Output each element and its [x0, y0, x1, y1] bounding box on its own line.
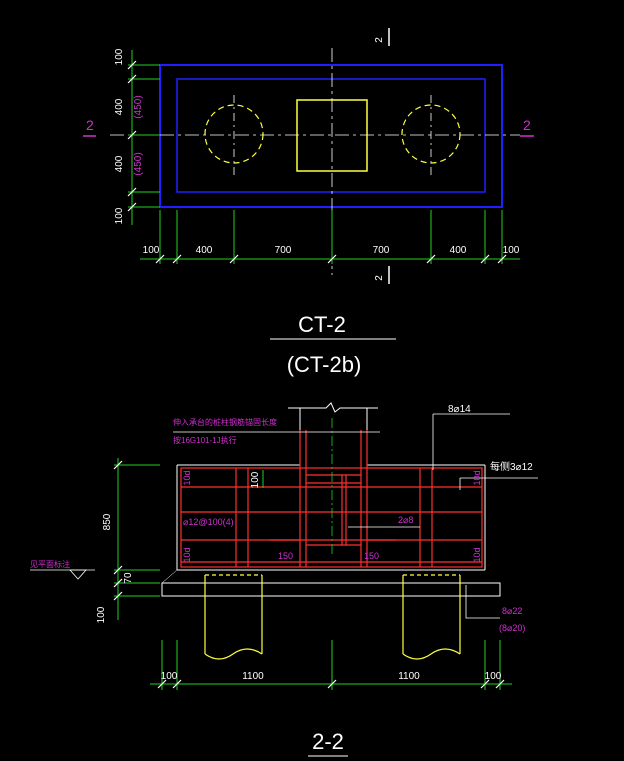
dim-100-top: 100	[250, 471, 261, 488]
rebar-hoop-label: ⌀12@100(4)	[183, 517, 234, 527]
title-name: CT-2	[298, 312, 346, 337]
plan-view: 100 400 400 100 (450) (450) 100 400 7	[83, 28, 534, 284]
plan-dim-bottom	[140, 210, 520, 264]
dim-150-right: 150	[364, 551, 379, 561]
section-title: 2-2	[312, 729, 344, 754]
section-dim-bottom-2: 1100	[242, 671, 264, 682]
plan-dim-bottom-1: 100	[143, 245, 160, 256]
plan-dim-left	[128, 50, 160, 225]
section-view: 伸入承台的桩柱钢筋锚固长度 按16G101-1J执行 8⌀14 每侧3⌀12 ⌀…	[30, 402, 538, 757]
anchor-note-line2: 按16G101-1J执行	[173, 435, 237, 445]
label-10d-top-right: 10d	[472, 470, 482, 485]
section-mark-right: 2	[523, 117, 531, 133]
dim-850: 850	[102, 513, 113, 530]
plan-dim-bottom-5: 400	[450, 245, 467, 256]
plan-dim-left-2: 400	[114, 98, 125, 115]
ground-level-label: 见平面标注	[30, 559, 70, 569]
section-mark-left: 2	[86, 117, 94, 133]
rebar-side-label: 每侧3⌀12	[490, 460, 533, 473]
section-mark-bottom: 2	[374, 275, 385, 281]
dim-70: 70	[123, 572, 134, 584]
rebar-bottom-label: 8⌀22	[502, 606, 522, 616]
anchor-note-line1: 伸入承台的桩柱钢筋锚固长度	[173, 417, 277, 427]
plan-dim-bottom-6: 100	[503, 245, 520, 256]
drawing-title: CT-2 (CT-2b)	[270, 312, 396, 377]
plan-dim-left-4: 100	[114, 207, 125, 224]
dim-150-left: 150	[278, 551, 293, 561]
rebar-top-label: 8⌀14	[448, 404, 471, 415]
label-10d-bottom-right: 10d	[472, 547, 482, 562]
plan-dim-bottom-2: 400	[196, 245, 213, 256]
plan-dim-bottom-3: 700	[275, 245, 292, 256]
label-10d-top-left: 10d	[182, 470, 192, 485]
section-mark-top: 2	[374, 37, 385, 43]
plan-dim-paren-1: (450)	[133, 95, 144, 118]
plan-dim-bottom-4: 700	[373, 245, 390, 256]
plan-dim-paren-2: (450)	[133, 152, 144, 175]
rebar-mid-label: 2⌀8	[398, 515, 413, 525]
section-dim-bottom-3: 1100	[398, 671, 420, 682]
rebar-bottom-alt-label: (8⌀20)	[499, 623, 525, 633]
section-dim-bottom-1: 100	[161, 671, 178, 682]
plan-dim-left-1: 100	[114, 48, 125, 65]
cap-outline-outer	[159, 64, 503, 208]
title-alt: (CT-2b)	[287, 352, 362, 377]
cap-outline-inner	[176, 78, 486, 193]
plan-dim-left-3: 400	[114, 155, 125, 172]
label-10d-bottom-left: 10d	[182, 547, 192, 562]
dim-100-bottom: 100	[96, 606, 107, 623]
section-dim-bottom-4: 100	[485, 671, 502, 682]
